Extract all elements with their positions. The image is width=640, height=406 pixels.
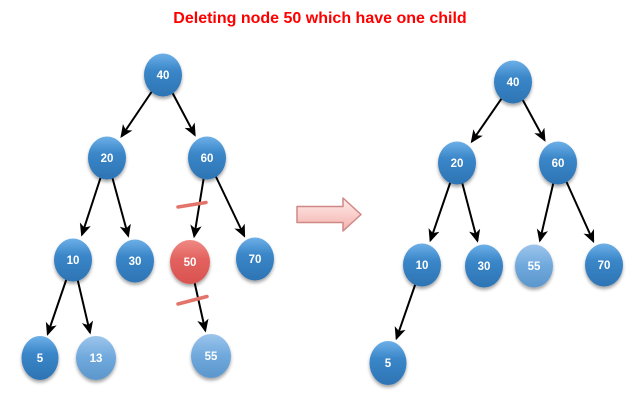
diagram-title: Deleting node 50 which have one child bbox=[173, 10, 467, 27]
node-shape bbox=[236, 237, 274, 281]
before-node-55: 55 bbox=[191, 334, 231, 378]
node-shape bbox=[116, 239, 154, 283]
before-node-20: 20 bbox=[88, 136, 126, 180]
node-shape bbox=[403, 243, 441, 287]
node-shape bbox=[515, 244, 553, 288]
before-tree: 40 20 60 10 30 50 bbox=[21, 53, 274, 380]
node-label: 13 bbox=[90, 353, 103, 365]
node-label: 5 bbox=[37, 353, 44, 365]
cut-mark-edge-60-50 bbox=[176, 200, 208, 209]
node-label: 40 bbox=[157, 70, 170, 82]
node-shape bbox=[54, 238, 92, 282]
after-node-70: 70 bbox=[585, 243, 623, 287]
before-node-50-to-delete: 50 bbox=[170, 240, 210, 284]
before-node-60: 60 bbox=[188, 136, 226, 180]
node-label: 10 bbox=[416, 260, 429, 272]
before-node-40: 40 bbox=[144, 53, 182, 97]
after-node-60: 60 bbox=[539, 141, 577, 185]
node-shape bbox=[494, 60, 532, 104]
cut-marks bbox=[176, 200, 209, 306]
node-shape bbox=[465, 244, 503, 288]
node-shape bbox=[144, 53, 182, 97]
before-node-5: 5 bbox=[21, 336, 59, 380]
node-shape bbox=[191, 334, 231, 378]
after-tree-edges bbox=[394, 81, 595, 341]
before-node-13: 13 bbox=[76, 336, 116, 380]
after-node-40: 40 bbox=[494, 60, 532, 104]
node-shape bbox=[539, 141, 577, 185]
node-label: 20 bbox=[101, 153, 114, 165]
node-label: 60 bbox=[201, 153, 214, 165]
cut-mark-edge-50-55 bbox=[176, 294, 209, 306]
node-label: 40 bbox=[507, 77, 520, 89]
before-tree-edges bbox=[45, 74, 246, 336]
after-tree: 40 20 60 10 30 55 bbox=[369, 60, 623, 385]
node-label: 55 bbox=[205, 351, 218, 363]
node-shape bbox=[21, 336, 59, 380]
node-shape bbox=[369, 341, 407, 385]
node-shape bbox=[585, 243, 623, 287]
node-label: 20 bbox=[451, 158, 464, 170]
node-shape bbox=[188, 136, 226, 180]
node-label: 55 bbox=[528, 261, 541, 273]
node-label: 30 bbox=[129, 256, 142, 268]
node-label: 5 bbox=[385, 358, 392, 370]
node-label: 30 bbox=[478, 261, 491, 273]
before-node-30: 30 bbox=[116, 239, 154, 283]
after-node-10: 10 bbox=[403, 243, 441, 287]
node-label: 70 bbox=[249, 254, 262, 266]
transform-arrow-icon bbox=[296, 197, 362, 232]
after-node-5: 5 bbox=[369, 341, 407, 385]
node-label: 10 bbox=[67, 255, 80, 267]
after-node-30: 30 bbox=[465, 244, 503, 288]
before-node-10: 10 bbox=[54, 238, 92, 282]
node-shape bbox=[170, 240, 210, 284]
after-node-55: 55 bbox=[515, 244, 553, 288]
node-label: 60 bbox=[552, 158, 565, 170]
after-node-20: 20 bbox=[438, 141, 476, 185]
before-node-70: 70 bbox=[236, 237, 274, 281]
node-shape bbox=[438, 141, 476, 185]
node-shape bbox=[76, 336, 116, 380]
node-label: 70 bbox=[598, 260, 611, 272]
node-shape bbox=[88, 136, 126, 180]
node-label: 50 bbox=[184, 257, 197, 269]
